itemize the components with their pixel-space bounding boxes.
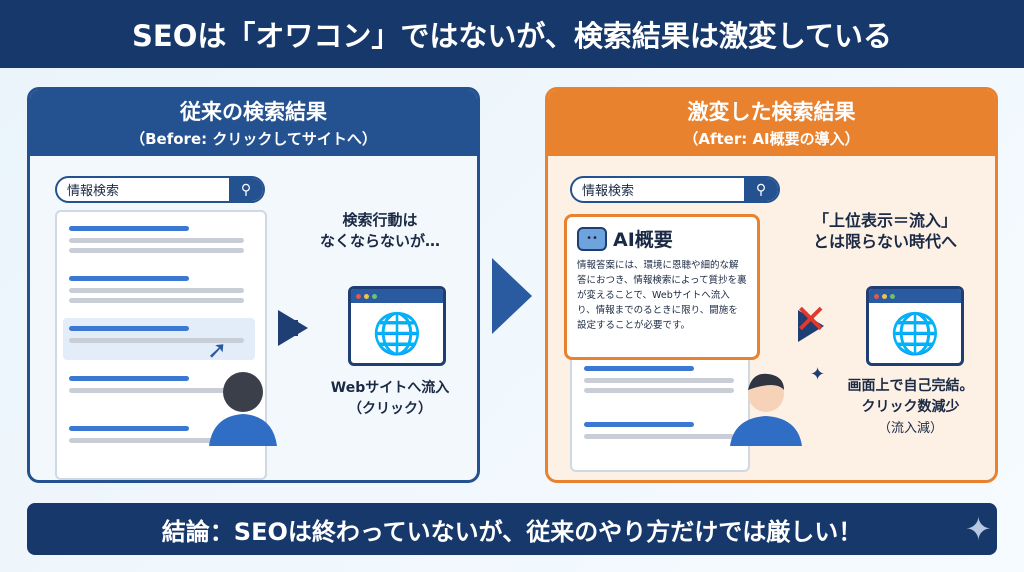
result-line <box>69 248 244 253</box>
blocked-arrow-icon <box>798 310 824 342</box>
result-title <box>69 426 189 431</box>
caption-line: 「上位表示＝流入」 <box>812 211 957 230</box>
before-search-input[interactable]: 情報検索 ⚲ <box>55 176 265 203</box>
result-title <box>69 226 189 231</box>
big-arrow-icon <box>492 258 532 334</box>
arrow-shaft <box>278 320 298 336</box>
robot-icon: •• <box>577 226 607 251</box>
ai-overview-box: •• AI概要 情報答案には、環境に恩聴や細的な解答におつき、情報検索によって質… <box>564 214 760 360</box>
result-title <box>69 276 189 281</box>
before-caption-top: 検索行動は なくならないが… <box>300 210 460 252</box>
result-line <box>584 378 734 383</box>
after-search-input[interactable]: 情報検索 ⚲ <box>570 176 780 203</box>
website-icon: 🌐 <box>866 286 964 366</box>
after-header: 激変した検索結果 （After: AI概要の導入） <box>548 90 995 156</box>
person-thinking-illustration <box>730 373 802 446</box>
result-title <box>69 326 189 331</box>
result-line <box>69 338 244 343</box>
x-mark-icon: ✕ <box>794 297 828 343</box>
caption-line: なくならないが… <box>319 232 440 250</box>
search-query: 情報検索 <box>582 184 635 199</box>
search-results-list <box>570 340 750 472</box>
website-icon: 🌐 <box>348 286 446 366</box>
result-line <box>69 438 244 443</box>
after-subtitle: （After: AI概要の導入） <box>683 130 860 148</box>
globe-icon: 🌐 <box>372 311 422 357</box>
sparkle-icon: ✦ <box>965 510 992 548</box>
result-line <box>69 238 244 243</box>
before-caption-bottom: Webサイトへ流入 （クリック） <box>310 378 470 420</box>
after-title: 激変した検索結果 <box>687 100 856 124</box>
before-header: 従来の検索結果 （Before: クリックしてサイトへ） <box>30 90 477 156</box>
result-line <box>584 388 734 393</box>
result-title <box>584 366 694 371</box>
result-line <box>69 288 244 293</box>
result-line <box>69 388 244 393</box>
result-title <box>69 376 189 381</box>
caption-line: 検索行動は <box>342 211 418 229</box>
caption-line: （流入減） <box>877 421 943 436</box>
result-line <box>69 298 244 303</box>
caption-line: クリック数減少 <box>861 399 960 415</box>
conclusion-banner: 結論：SEOは終わっていないが、従来のやり方だけでは厳しい！ <box>27 503 997 555</box>
person-back-illustration <box>209 372 277 446</box>
before-title: 従来の検索結果 <box>180 100 327 124</box>
caption-line: Webサイトへ流入 <box>330 380 450 396</box>
search-icon[interactable]: ⚲ <box>744 178 778 201</box>
search-query: 情報検索 <box>67 184 120 199</box>
before-panel: 従来の検索結果 （Before: クリックしてサイトへ） 情報検索 ⚲ ➚ 検索… <box>27 87 480 483</box>
search-icon[interactable]: ⚲ <box>229 178 263 201</box>
ai-overview-title: AI概要 <box>613 229 673 251</box>
caption-line: 画面上で自己完結。 <box>847 378 974 394</box>
after-caption-top: 「上位表示＝流入」 とは限らない時代へ <box>780 210 990 252</box>
after-caption-bottom: 画面上で自己完結。 クリック数減少 （流入減） <box>828 376 993 439</box>
search-results-list: ➚ <box>55 210 267 480</box>
page-title: SEOは「オワコン」ではないが、検索結果は激変している <box>0 0 1024 68</box>
caption-line: （クリック） <box>348 401 432 417</box>
result-line <box>584 434 734 439</box>
caption-line: とは限らない時代へ <box>812 232 957 251</box>
globe-icon: 🌐 <box>890 311 940 357</box>
sparkle-icon: ✦ <box>810 364 826 385</box>
result-title <box>584 422 694 427</box>
ai-overview-text: 情報答案には、環境に恩聴や細的な解答におつき、情報検索によって質抄を裏が変えるこ… <box>577 260 747 331</box>
before-subtitle: （Before: クリックしてサイトへ） <box>130 130 377 148</box>
after-panel: 激変した検索結果 （After: AI概要の導入） 情報検索 ⚲ •• AI概要… <box>545 87 998 483</box>
conclusion-text: 結論：SEOは終わっていないが、従来のやり方だけでは厳しい！ <box>161 517 863 546</box>
cursor-icon: ➚ <box>207 336 228 364</box>
